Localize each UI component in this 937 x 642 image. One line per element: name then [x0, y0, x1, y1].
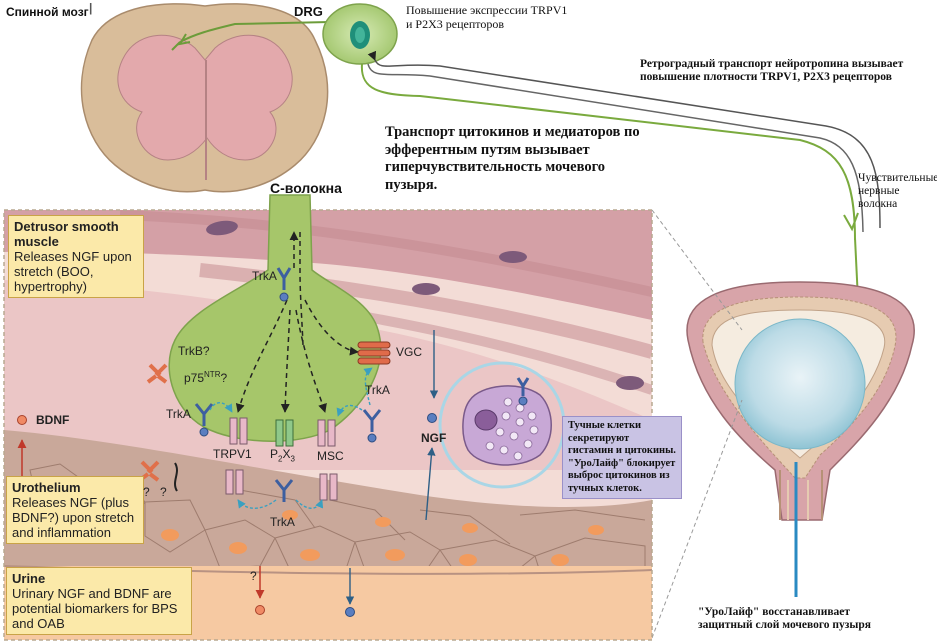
trka-receptor-left: [194, 403, 214, 437]
bladder-illustration: [686, 281, 915, 597]
spinal-cord-illustration: [80, 3, 331, 193]
c-fibers-label: C-волокна: [270, 180, 342, 196]
question-mark-3: ?: [250, 569, 257, 583]
trpv1-channel: [225, 417, 248, 495]
trka-label-bottom: TrkA: [270, 515, 295, 529]
mast-cell: [438, 361, 566, 489]
question-mark-1: ?: [143, 485, 150, 499]
spinal-cord-label: Спинной мозг: [6, 5, 89, 19]
c-fiber-terminal: [168, 194, 382, 442]
ngf-molecule: [427, 413, 437, 423]
p2x3-label: P2X3: [270, 447, 295, 464]
bdnf-label: BDNF: [36, 413, 70, 427]
vgc-channel: [357, 341, 391, 365]
trkb-label: TrkB?: [178, 344, 210, 358]
trka-label-left: TrkA: [166, 407, 191, 421]
p2x3-channel: [275, 419, 294, 447]
trkb-receptor-urothelium: [138, 460, 178, 492]
trka-receptor-top: [276, 267, 292, 302]
bdnf-molecule: [17, 415, 27, 425]
urine-bdnf-molecule: [255, 605, 265, 615]
spinal-cord-divider: |: [89, 1, 93, 15]
urine-box: Urine Urinary NGF and BDNF are potential…: [6, 567, 192, 635]
urine-text: Urinary NGF and BDNF are potential bioma…: [12, 586, 178, 631]
drg-ganglion: [322, 3, 398, 65]
urine-title: Urine: [12, 571, 46, 586]
bdnf-arrows: [17, 439, 265, 599]
retrograde-note: Ретроградный транспорт нейротропина вызы…: [640, 58, 904, 84]
drg-label: DRG: [294, 4, 323, 19]
urine-ngf-molecule: [345, 607, 355, 617]
trka-label-top: TrkA: [252, 269, 277, 283]
bladder-note: "УроЛайф" восстанавливает защитный слой …: [698, 606, 872, 632]
signalling-arrows: [209, 367, 373, 509]
msc-label: MSC: [317, 449, 344, 463]
detrusor-text: Releases NGF upon stretch (BOO, hypertro…: [14, 249, 132, 294]
trpv1-label: TRPV1: [213, 447, 252, 461]
trka-receptor-bottom: [274, 479, 294, 502]
detrusor-box: Detrusor smooth muscle Releases NGF upon…: [8, 215, 144, 298]
sensory-fibers-label: Чувствительные нервные волокна: [858, 172, 937, 211]
msc-channel: [317, 419, 338, 501]
mast-cell-note: Тучные клетки секретируют гистамин и цит…: [562, 416, 682, 499]
trka-receptor-right: [362, 409, 382, 443]
ngf-arrows: [345, 330, 439, 605]
transport-arrows: [235, 231, 359, 413]
p75-label: p75NTR?: [184, 370, 228, 385]
detrusor-title: Detrusor smooth muscle: [14, 219, 119, 249]
ngf-label: NGF: [421, 431, 447, 445]
trkb-receptor: [146, 363, 168, 384]
nerve-fibers: [360, 50, 881, 301]
efferent-note: Транспорт цитокинов и медиаторов по эффе…: [385, 124, 640, 193]
vgc-label: VGC: [396, 345, 423, 359]
urothelium-text: Releases NGF (plus BDNF?) upon stretch a…: [12, 495, 135, 540]
question-mark-2: ?: [160, 485, 167, 499]
urothelium-box: Urothelium Releases NGF (plus BDNF?) upo…: [6, 476, 144, 544]
drg-expression-note: Повышение экспрессии TRPV1 и P2X3 рецепт…: [406, 3, 568, 31]
urothelium-title: Urothelium: [12, 480, 81, 495]
trka-label-right: TrkA: [365, 383, 390, 397]
